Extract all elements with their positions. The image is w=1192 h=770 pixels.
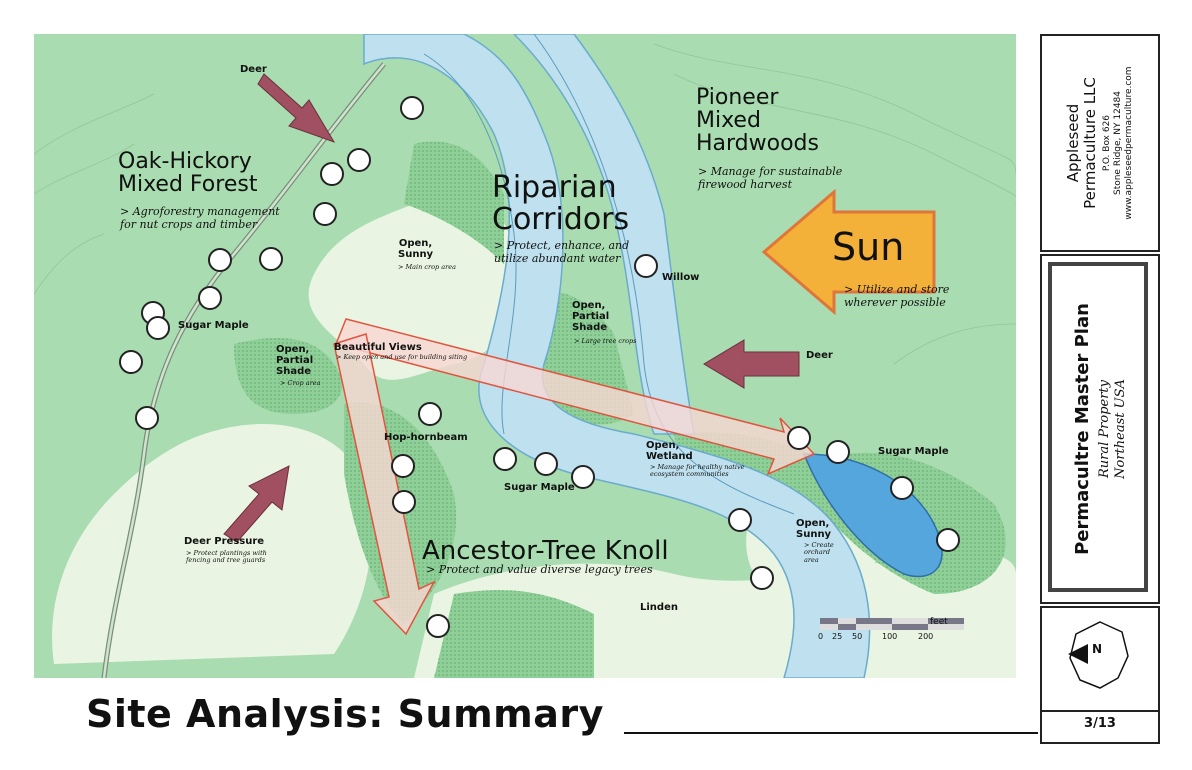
deer-label: Deer — [240, 64, 267, 75]
sun-arrow — [761, 188, 936, 316]
tree-icon — [392, 490, 416, 514]
contour-lines — [34, 43, 1016, 365]
sugar-maple-label: Sugar Maple — [878, 446, 949, 457]
tree-icon — [826, 440, 850, 464]
pioneer-note: > Manage for sustainable firewood harves… — [698, 165, 843, 191]
sugar-maple-label: Sugar Maple — [504, 482, 575, 493]
scale-unit: feet — [930, 617, 948, 627]
oak-hickory-note: > Agroforestry management for nut crops … — [120, 205, 280, 231]
deer-pressure-area — [52, 424, 372, 664]
beautiful-views-label: Beautiful Views — [334, 342, 422, 353]
title-block: Appleseed Permaculture LLC P.O. Box 626 … — [1040, 34, 1160, 744]
tree-icon — [571, 465, 595, 489]
pioneer-title: Pioneer Mixed Hardwoods — [696, 85, 819, 157]
scale-tick-label: 0 — [818, 632, 824, 641]
sugar-maple-label: Sugar Maple — [178, 320, 249, 331]
hop-hornbeam-label: Hop-hornbeam — [384, 432, 468, 443]
title-underline — [624, 732, 1038, 734]
tree-icon — [634, 254, 658, 278]
willow-label: Willow — [662, 272, 700, 283]
beautiful-views-note: > Keep open and use for building siting — [336, 353, 468, 361]
riparian-note: > Protect, enhance, and utilize abundant… — [494, 239, 630, 265]
sun-title: Sun — [832, 225, 905, 269]
tree-icon — [426, 614, 450, 638]
tree-icon — [391, 454, 415, 478]
map-canvas — [34, 34, 1016, 678]
sun-note: > Utilize and store wherever possible — [844, 283, 950, 309]
company-name: Appleseed Permaculture LLC — [1063, 77, 1100, 209]
page-number: 3/13 — [1084, 716, 1116, 731]
open-partial-shade-note: > Large tree crops — [574, 337, 637, 345]
tree-icon — [400, 96, 424, 120]
tree-icon — [135, 406, 159, 430]
pond — [802, 453, 943, 578]
tree-icon — [750, 566, 774, 590]
page-title: Site Analysis: Summary — [86, 692, 604, 736]
north-box: N 3/13 — [1040, 606, 1160, 744]
tree-icon — [198, 286, 222, 310]
open-sunny-label: Open, Sunny — [398, 238, 434, 260]
scale-tick-label: 200 — [918, 632, 934, 641]
open-wetland-note: > Manage for healthy native ecosystem co… — [650, 463, 745, 479]
tree-icon — [534, 452, 558, 476]
scale-tick-label: 50 — [852, 632, 863, 641]
company-box: Appleseed Permaculture LLC P.O. Box 626 … — [1040, 34, 1160, 252]
linden-label: Linden — [640, 602, 678, 613]
deer-arrows — [223, 73, 800, 543]
trees — [119, 96, 960, 638]
ancestor-title: Ancestor-Tree Knoll — [422, 536, 669, 566]
tree-icon — [728, 508, 752, 532]
tree-icon — [119, 350, 143, 374]
deer-pressure-note: > Protect plantings with fencing and tre… — [186, 549, 267, 565]
scale-tick-label: 25 — [832, 632, 843, 641]
tree-icon — [347, 148, 371, 172]
open-wetland-label: Open, Wetland — [646, 440, 693, 462]
tree-icon — [493, 447, 517, 471]
tree-icon — [890, 476, 914, 500]
beautiful-views-arrows — [333, 318, 816, 636]
open-partial-shade-label: Open, Partial Shade — [572, 300, 610, 333]
tree-icon — [259, 247, 283, 271]
plan-box: Permacultre Master Plan Rural Property N… — [1040, 254, 1160, 604]
tree-icon — [208, 248, 232, 272]
scale-bar — [820, 618, 964, 630]
tree-icon — [146, 316, 170, 340]
deer-pressure-label: Deer Pressure — [184, 536, 265, 547]
site-map: Oak-Hickory Mixed Forest > Agroforestry … — [34, 34, 1016, 678]
tree-icon — [320, 162, 344, 186]
tree-icon — [787, 426, 811, 450]
plan-title: Permacultre Master Plan — [1071, 303, 1093, 555]
north-arrow-icon — [1068, 621, 1129, 689]
open-sunny-note: > Create orchard area — [804, 541, 834, 564]
riparian-title: Riparian Corridors — [492, 170, 630, 237]
tree-icon — [936, 528, 960, 552]
open-sunny-note: > Main crop area — [398, 263, 456, 271]
company-address: P.O. Box 626 Stone Ridge, NY 12484 www.a… — [1101, 66, 1134, 220]
open-partial-shade-label: Open, Partial Shade — [276, 344, 314, 377]
open-sunny-label: Open, Sunny — [796, 518, 832, 540]
plan-subtitle: Rural Property Northeast USA — [1096, 379, 1128, 479]
north-label: N — [1092, 642, 1103, 656]
tree-icon — [418, 402, 442, 426]
tree-icon — [313, 202, 337, 226]
open-partial-shade-note: > Crop area — [280, 379, 321, 387]
oak-hickory-title: Oak-Hickory Mixed Forest — [118, 149, 258, 198]
ancestor-note: > Protect and value diverse legacy trees — [426, 563, 653, 576]
deer-label: Deer — [806, 350, 833, 361]
scale-tick-label: 100 — [882, 632, 898, 641]
